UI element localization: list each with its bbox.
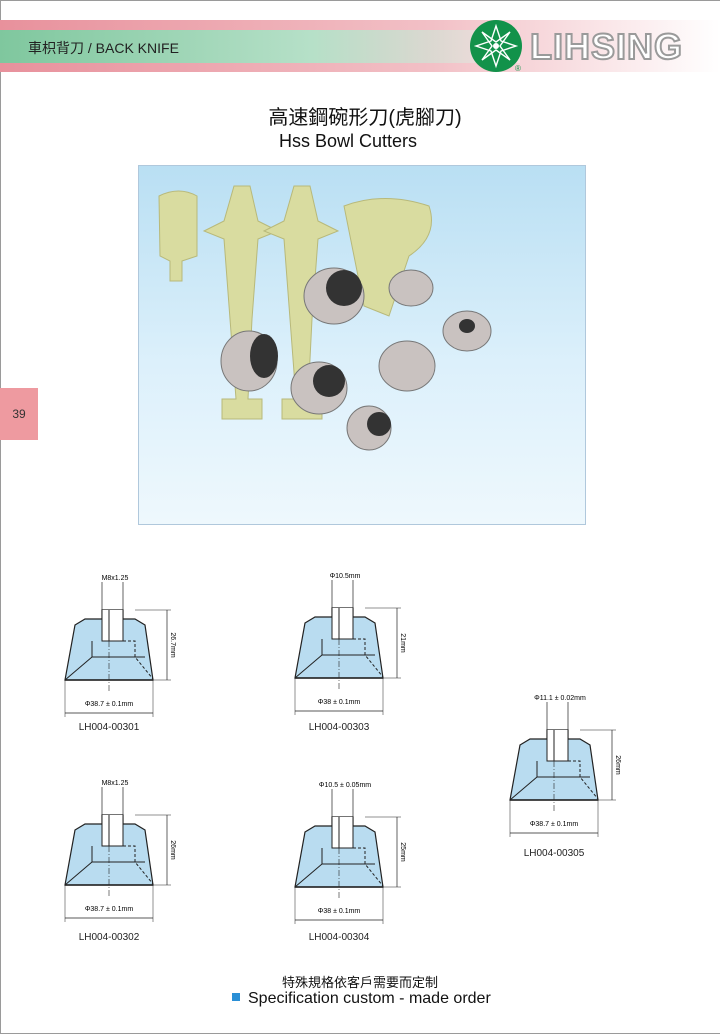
height-label: 25mm — [399, 842, 406, 862]
diameter-label: Φ38 ± 0.1mm — [318, 908, 361, 915]
diameter-label: Φ38.7 ± 0.1mm — [85, 906, 134, 913]
brand-logo: LIHSING — [529, 26, 684, 68]
bore-label: Φ10.5 ± 0.05mm — [319, 782, 371, 789]
product-code: LH004-00301 — [78, 722, 140, 733]
product-code: LH004-00302 — [78, 932, 140, 943]
height-label: 26.7mm — [169, 632, 176, 657]
diameter-label: Φ38.7 ± 0.1mm — [530, 821, 579, 828]
bore-label: Φ11.1 ± 0.02mm — [534, 695, 586, 702]
custom-note-en-text: Specification custom - made order — [248, 990, 491, 1007]
bullet-square-icon — [232, 993, 240, 1001]
diameter-label: Φ38 ± 0.1mm — [318, 699, 361, 706]
height-label: 26mm — [169, 840, 176, 860]
product-code: LH004-00303 — [308, 722, 370, 733]
section-title: 車枳背刀 / BACK KNIFE — [28, 40, 179, 56]
diameter-label: Φ38.7 ± 0.1mm — [85, 701, 134, 708]
header-band-green — [0, 30, 520, 63]
bore-label: M8x1.25 — [102, 575, 129, 582]
page-subtitle: Hss Bowl Cutters — [278, 131, 418, 151]
cutter-diagram: M8x1.25 26mm Φ38.7 ± 0.1mm — [45, 770, 195, 950]
height-label: 21mm — [399, 633, 406, 653]
custom-note-en: Specification custom - made order — [232, 990, 491, 1008]
height-label: 26mm — [614, 755, 621, 775]
cutter-diagram: Φ10.5 ± 0.05mm 25mm Φ38 ± 0.1mm — [275, 772, 425, 952]
registered-mark: ® — [515, 64, 521, 73]
cutter-diagram: Φ11.1 ± 0.02mm 26mm Φ38.7 ± 0.1mm — [490, 685, 640, 865]
cutter-diagram: M8x1.25 26.7mm Φ38.7 ± 0.1mm — [45, 565, 195, 745]
product-code: LH004-00304 — [308, 932, 370, 943]
custom-note-zh: 特殊規格依客戶需要而定制 — [281, 975, 438, 990]
logo-star-icon — [470, 20, 522, 72]
bore-label: M8x1.25 — [102, 780, 129, 787]
bore-label: Φ10.5mm — [330, 573, 361, 580]
page-number-tab: 39 — [0, 388, 38, 440]
product-code: LH004-00305 — [523, 848, 585, 859]
page-title: 高速鋼碗形刀(虎腳刀) — [268, 107, 462, 129]
cutter-diagram: Φ10.5mm 21mm Φ38 ± 0.1mm — [275, 563, 425, 743]
product-photo — [138, 165, 586, 525]
